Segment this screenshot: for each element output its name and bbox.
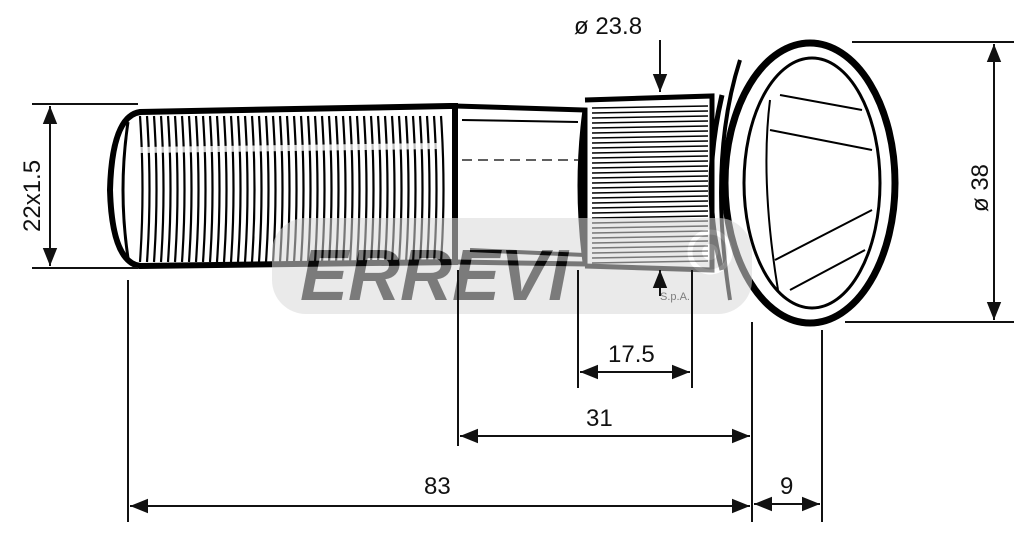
knurl-line	[591, 165, 709, 169]
knurl-line	[591, 175, 709, 179]
label-knurl-length: 17.5	[608, 341, 655, 368]
knurl-line	[591, 190, 709, 194]
dimension-shank-length: 31	[460, 405, 750, 444]
thread-line	[187, 115, 193, 263]
knurl-line	[591, 105, 709, 109]
knurl-line	[591, 145, 709, 149]
label-shank-length: 31	[586, 405, 613, 432]
label-total-length: 83	[424, 473, 451, 500]
thread-line	[236, 115, 242, 263]
knurl-line	[591, 195, 709, 199]
thread-line	[215, 115, 221, 263]
thread-line	[257, 115, 263, 263]
thread-line	[138, 115, 144, 263]
knurl-line	[591, 155, 709, 159]
thread-line	[208, 115, 214, 263]
thread-line	[264, 115, 270, 263]
watermark-name: ERREVI	[300, 236, 570, 316]
knurl-line	[591, 210, 709, 214]
watermark: ERREVI S.p.A.	[272, 218, 752, 316]
label-flange-diameter: ø 38	[967, 164, 994, 212]
thread-line	[173, 115, 179, 263]
dimension-knurl-length: 17.5	[580, 341, 690, 380]
knurl-line	[591, 200, 709, 204]
thread-line	[250, 115, 256, 263]
label-thread: 22x1.5	[19, 160, 46, 232]
thread-line	[166, 115, 172, 263]
thread-line	[194, 115, 200, 263]
knurl-line	[591, 205, 709, 209]
thread-line	[222, 115, 228, 263]
thread-line	[201, 115, 207, 263]
knurl-line	[591, 110, 709, 114]
dimension-thread: 22x1.5	[19, 103, 138, 269]
thread-line	[159, 115, 165, 263]
thread-line	[152, 115, 158, 263]
label-head-diameter: ø 23.8	[574, 13, 642, 40]
knurl-line	[591, 215, 709, 219]
thread-line	[145, 115, 151, 263]
thread-line	[229, 115, 235, 263]
knurl-line	[591, 140, 709, 144]
knurl-line	[591, 185, 709, 189]
dimension-total-length: 83	[130, 473, 750, 514]
knurl-line	[591, 125, 709, 129]
label-head-thickness: 9	[780, 473, 793, 500]
knurl-line	[591, 150, 709, 154]
thread-line	[180, 115, 186, 263]
dimension-head-thickness: 9	[754, 473, 820, 512]
watermark-suffix: S.p.A.	[660, 291, 690, 303]
knurl-line	[591, 120, 709, 124]
dimension-flange-diameter: ø 38	[845, 41, 1014, 323]
thread-line	[243, 115, 249, 263]
dimension-head-diameter: ø 23.8	[574, 13, 668, 296]
knurl-line	[591, 180, 709, 184]
knurl-line	[591, 115, 709, 119]
knurl-line	[591, 135, 709, 139]
knurl-line	[591, 170, 709, 174]
knurl-line	[591, 130, 709, 134]
knurl-line	[591, 160, 709, 164]
